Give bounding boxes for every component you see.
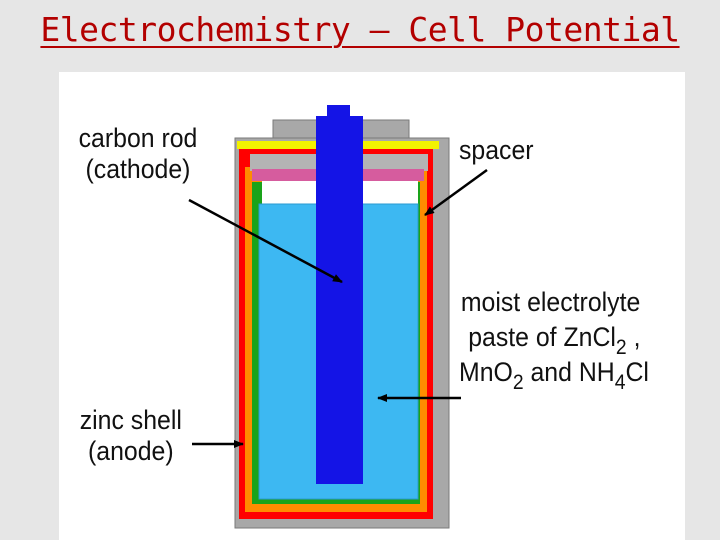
zinc-shell-label: zinc shell (anode) xyxy=(71,405,191,467)
electrolyte-line3-and-nh: and NH xyxy=(523,357,615,387)
carbon-rod-label: carbon rod (cathode) xyxy=(69,123,207,185)
spacer-label-text: spacer xyxy=(459,135,534,165)
electrolyte-line2-sub: 2 xyxy=(615,336,627,359)
carbon-rod-label-line2: (cathode) xyxy=(85,154,191,184)
electrolyte-line2-comma: , xyxy=(626,322,641,352)
electrolyte-line2-text: paste of ZnCl xyxy=(468,322,616,352)
electrolyte-line3-cl: Cl xyxy=(625,357,649,387)
electrolyte-line1-text: moist electrolyte xyxy=(460,287,641,317)
electrolyte-line3-sub1: 2 xyxy=(512,371,524,394)
carbon-rod-arrow xyxy=(188,198,343,284)
diagram-panel: carbon rod (cathode) spacer moist electr… xyxy=(59,72,685,540)
carbon-rod-label-line1: carbon rod xyxy=(78,123,198,153)
zinc-shell-label-line2: (anode) xyxy=(87,436,174,466)
spacer-label: spacer xyxy=(459,135,534,166)
electrolyte-line3-mno: MnO xyxy=(459,357,513,387)
electrolyte-line3-sub2: 4 xyxy=(614,371,626,394)
battery-diagram xyxy=(188,105,488,529)
spacer-arrow xyxy=(424,168,488,217)
electrolyte-label: moist electrolyte paste of ZnCl2 , MnO2 … xyxy=(459,287,649,393)
electrolyte-label-line1: moist electrolyte xyxy=(459,287,649,318)
electrolyte-label-line2: paste of ZnCl2 , xyxy=(459,322,649,358)
carbon-rod xyxy=(316,105,363,484)
electrolyte-label-line3: MnO2 and NH4Cl xyxy=(459,357,649,393)
zinc-shell-label-line1: zinc shell xyxy=(79,405,182,435)
slide-title: Electrochemistry – Cell Potential xyxy=(40,10,680,49)
